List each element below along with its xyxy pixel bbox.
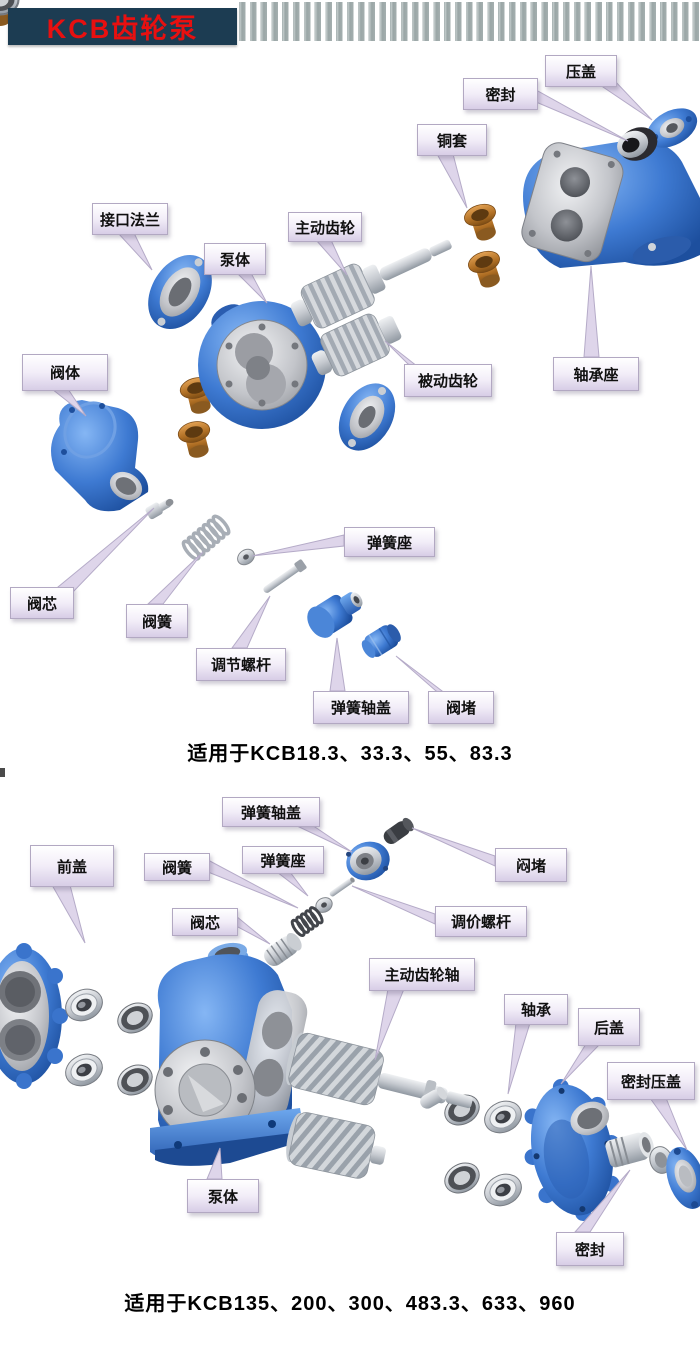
pump-body-part [198,301,326,429]
seal-gland-part [666,1147,700,1209]
label-copper-sleeve: 铜套 [417,124,487,156]
label-gear-shaft: 主动齿轮轴 [369,958,475,991]
rear-cover-part [524,1078,620,1222]
adjusting-rod-part [329,877,355,897]
label-driven-gear: 被动齿轮 [404,364,492,397]
label-bearing-seat: 轴承座 [553,357,639,391]
label-valve-body: 阀体 [22,354,108,391]
label-valve-spring: 阀簧 [126,604,188,638]
valve-spring-part [181,514,231,561]
page-title: KCB齿轮泵 [46,14,199,44]
label-pump-body-b: 泵体 [187,1179,259,1213]
spring-shaft-cover-part [307,592,363,638]
interface-flange-part [148,254,212,330]
bearing-seat-part [521,139,700,268]
spring-shaft-cover-bottom-part [346,841,390,881]
edge-artifact [0,768,5,777]
label-adjusting-rod: 调价螺杆 [435,906,527,937]
label-rear-cover: 后盖 [578,1008,640,1046]
label-valve-core-b: 阀芯 [172,908,238,936]
front-cover-part [0,943,68,1089]
valve-core-part [145,498,174,520]
driven-gear-part [311,313,402,377]
spring-seat-part [237,548,255,566]
label-adjusting-screw: 调节螺杆 [196,648,286,681]
blind-plug-part [383,817,414,845]
header-title-box: KCB齿轮泵 [8,8,237,45]
label-valve-plug: 阀堵 [428,691,494,724]
valve-body-part [51,400,149,512]
label-seal-b: 密封 [556,1232,624,1266]
label-seal-gland: 密封压盖 [607,1062,695,1100]
label-front-cover: 前盖 [30,845,114,887]
shaft-end-part [420,1086,447,1109]
label-spring-shaft-cover-b: 弹簧轴盖 [222,797,320,827]
label-spring-seat: 弹簧座 [344,527,435,557]
small-flange-part [338,383,396,451]
caption-bottom-models: 适用于KCB135、200、300、483.3、633、960 [124,1293,576,1315]
label-bearing: 轴承 [504,994,568,1025]
label-spring-seat-b: 弹簧座 [242,846,324,874]
label-valve-core: 阀芯 [10,587,74,619]
label-seal-top: 密封 [463,78,538,110]
label-spring-shaft-cover: 弹簧轴盖 [313,691,409,724]
valve-plug-part [361,624,401,658]
label-interface-flange: 接口法兰 [92,203,168,235]
seal-part-top [617,127,658,161]
label-valve-spring-b: 阀簧 [144,853,210,881]
driving-gear-part [290,239,452,329]
label-blind-plug: 闷堵 [495,848,567,882]
header-stripes-decoration [239,2,700,41]
valve-spring-bottom-part [290,906,324,938]
second-gear-part [286,1112,386,1179]
label-driving-gear: 主动齿轮 [288,212,362,242]
valve-core-bottom-part [264,932,302,966]
adjusting-screw-part [263,559,307,593]
leader-lines [50,78,688,1233]
caption-top-models: 适用于KCB18.3、33.3、55、83.3 [187,743,513,765]
label-pump-body-top: 泵体 [204,243,266,275]
pump-body-bottom-part [150,942,308,1166]
mechanical-seal-part [605,1132,654,1168]
label-pressure-cover: 压盖 [545,55,617,87]
